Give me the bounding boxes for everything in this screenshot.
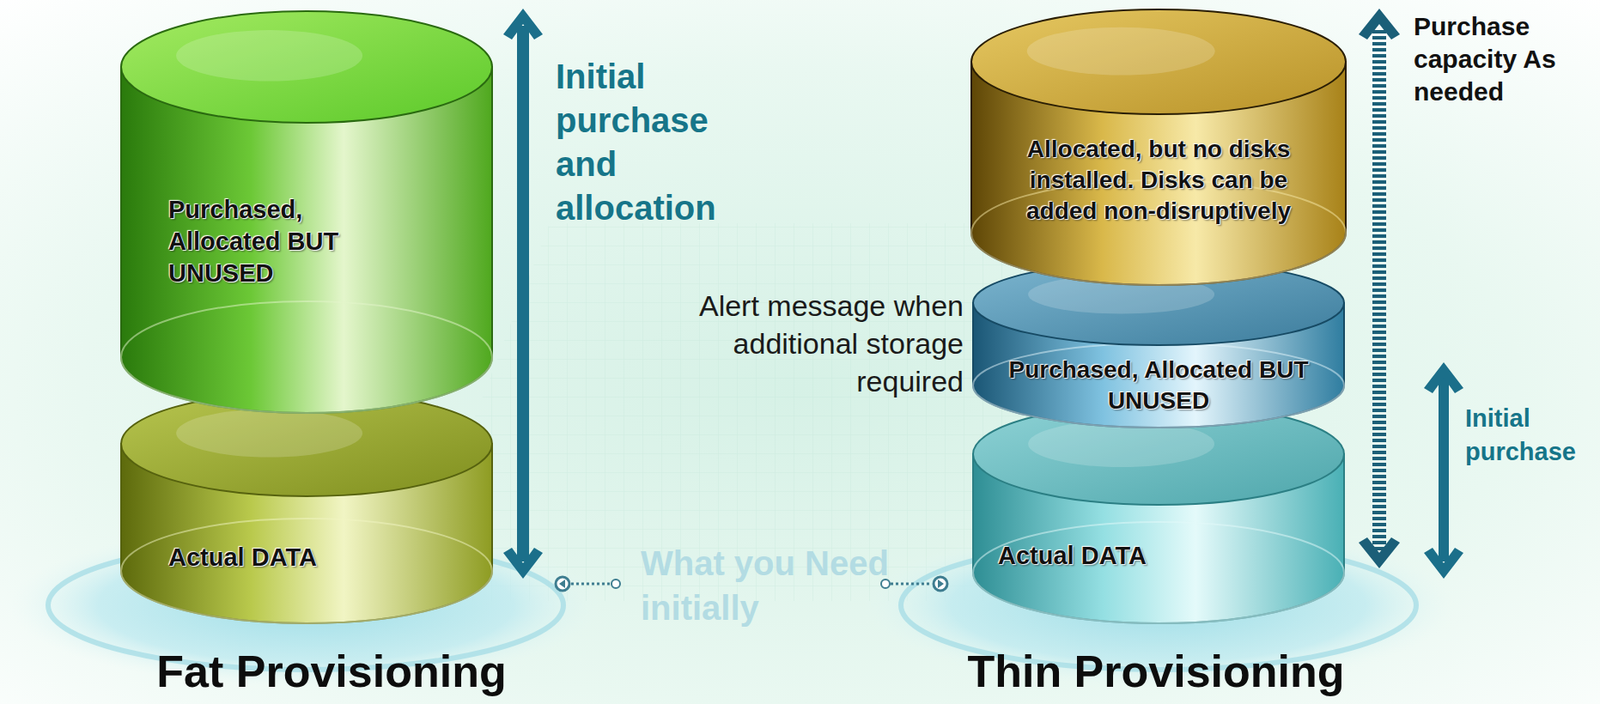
- alert-note: Alert message when additional storage re…: [645, 286, 964, 401]
- cylinder-label: Purchased, Allocated BUT UNUSED: [989, 354, 1328, 417]
- note-label: What you Need initially: [640, 541, 890, 631]
- span-arrow-dashed: [1358, 8, 1400, 569]
- span-label: Initial purchase and allocation: [555, 54, 754, 231]
- diagram-heading: Thin Provisioning: [941, 645, 1371, 698]
- span-arrow-small: [1423, 362, 1464, 579]
- span-arrow: [503, 8, 543, 579]
- cylinder-shape: [972, 402, 1345, 625]
- diagram-heading: Fat Provisioning: [116, 645, 547, 698]
- label-holder: What you Need initially: [640, 541, 890, 631]
- cylinder-label: Allocated, but no disks installed. Disks…: [991, 133, 1327, 227]
- label-holder: Fat Provisioning: [116, 645, 547, 698]
- span-label: Purchase capacity As needed: [1413, 10, 1594, 109]
- label-holder: Alert message when additional storage re…: [645, 286, 964, 401]
- label-holder: Purchase capacity As needed: [1413, 10, 1594, 109]
- storage-cylinder: Actual DATA: [120, 390, 493, 625]
- storage-cylinder: Allocated, but no disks installed. Disks…: [970, 8, 1347, 286]
- cylinder-label: Purchased, Allocated BUT UNUSED: [168, 194, 384, 290]
- label-holder: Initial purchase: [1465, 401, 1596, 469]
- storage-cylinder: Actual DATA: [972, 402, 1345, 625]
- cylinder-shape: [120, 390, 493, 625]
- cylinder-label: Actual DATA: [168, 541, 426, 574]
- label-holder: Initial purchase and allocation: [555, 54, 754, 231]
- storage-cylinder: Purchased, Allocated BUT UNUSED: [120, 10, 493, 414]
- cylinder-label: Actual DATA: [997, 540, 1273, 572]
- span-label: Initial purchase: [1465, 401, 1596, 469]
- label-holder: Thin Provisioning: [941, 645, 1371, 698]
